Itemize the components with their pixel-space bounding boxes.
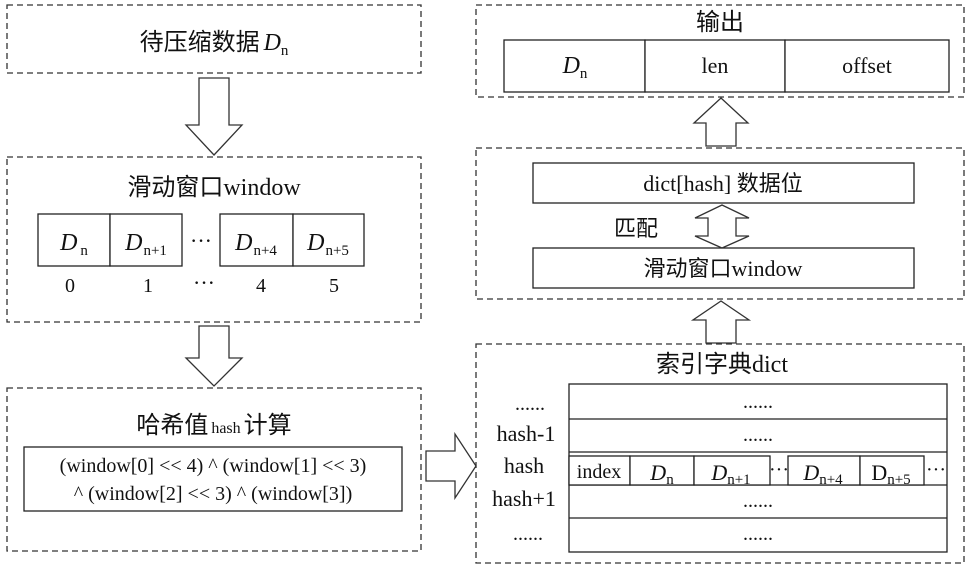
- dict-cell-3: Dn+5: [871, 460, 910, 488]
- window-cell-3: Dn+5: [306, 230, 349, 259]
- dict-cell-ellipsis-1: ···: [769, 459, 789, 481]
- hash-formula-line2: ^ (window[2] << 3) ^ (window[3]): [74, 483, 353, 505]
- window-index-3: 5: [329, 275, 339, 297]
- match-block: dict[hash] 数据位 匹配 滑动窗口window: [475, 147, 965, 300]
- dict-cell-2: Dn+4: [802, 460, 843, 488]
- output-cell-offset: offset: [842, 53, 892, 78]
- window-index-0: 0: [65, 275, 75, 297]
- window-index-ellipsis: ···: [193, 270, 215, 295]
- dict-hash-row: index Dn Dn+1 ··· Dn+4 Dn+5 ···: [568, 455, 946, 488]
- output-title: 输出: [696, 9, 744, 36]
- arrow-down-2: [184, 325, 244, 387]
- dict-cell-1: Dn+1: [710, 460, 750, 488]
- dict-row-label-0: ......: [515, 393, 545, 415]
- dict-row-dots-1: ......: [743, 424, 773, 446]
- dict-row-dots-3: ......: [743, 490, 773, 512]
- match-bottom-label: 滑动窗口window: [644, 256, 803, 281]
- window-title: 滑动窗口window: [127, 174, 301, 201]
- dict-cell-0: Dn: [649, 460, 674, 488]
- dict-title: 索引字典dict: [656, 351, 788, 378]
- arrow-down-1: [184, 77, 244, 156]
- output-cell-dn: Dn: [562, 53, 588, 82]
- match-label: 匹配: [614, 216, 658, 241]
- output-cell-len: len: [702, 53, 729, 78]
- window-index-2: 4: [256, 275, 266, 297]
- dict-row-label-4: ......: [513, 523, 543, 545]
- dict-row-dots-4: ......: [743, 523, 773, 545]
- dict-row-label-3: hash+1: [492, 486, 556, 511]
- window-cell-1: Dn+1: [124, 230, 167, 259]
- output-block: 输出 Dn len offset: [475, 4, 965, 98]
- window-cell-2: Dn+4: [234, 230, 277, 259]
- arrow-up-2: [690, 300, 752, 344]
- dict-block: 索引字典dict ...... ...... ...... ...... ...…: [475, 343, 965, 564]
- dict-index-label: index: [577, 461, 621, 483]
- arrow-up-1: [692, 97, 750, 147]
- dict-row-dots-0: ......: [743, 391, 773, 413]
- dict-row-label-1: hash-1: [497, 421, 556, 446]
- window-index-1: 1: [143, 275, 153, 297]
- match-top-label: dict[hash] 数据位: [643, 171, 802, 196]
- hash-formula-line1: (window[0] << 4) ^ (window[1] << 3): [60, 455, 367, 477]
- match-vertical-double-arrow: [694, 204, 750, 249]
- window-ellipsis: ···: [190, 228, 212, 253]
- dict-cell-ellipsis-2: ···: [926, 459, 946, 481]
- arrow-right: [425, 431, 477, 501]
- dict-row-label-2: hash: [504, 453, 544, 478]
